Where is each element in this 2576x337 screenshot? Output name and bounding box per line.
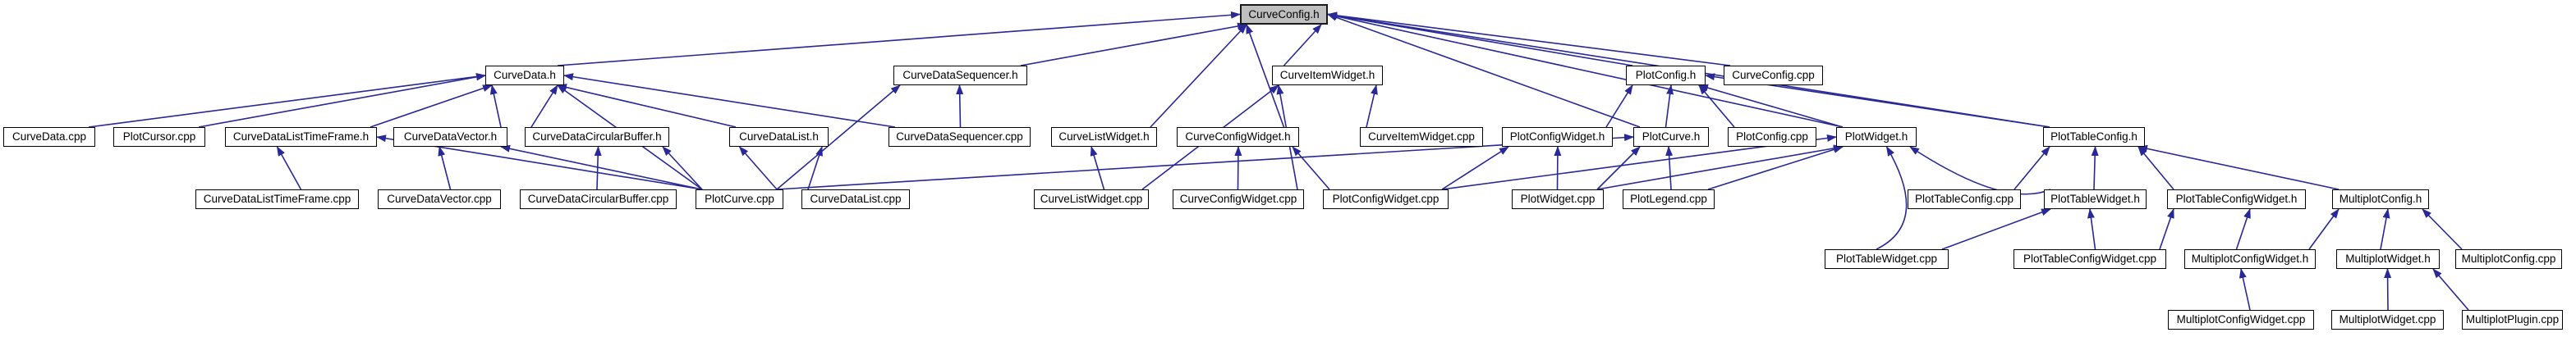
graph-node-plottablewidget_h[interactable]: PlotTableWidget.h (2044, 189, 2147, 209)
edge-curvedata_cpp-to-curvedata_h (88, 72, 486, 128)
edge-curvedatavector_h-to-curvedata_h (489, 84, 502, 128)
graph-node-plottableconfigwidget_h[interactable]: PlotTableConfigWidget.h (2167, 189, 2306, 209)
edge-plotlegend_cpp-to-plotcurve_h (1665, 146, 1674, 190)
edge-plotcurve_cpp-to-curvedatacircularbuffer_h (662, 146, 703, 190)
edge-multiplotwidget_cpp-to-multiplotwidget_h (2384, 268, 2392, 311)
edge-curveconfigwidget_h-to-curveconfig_h (1246, 24, 1285, 128)
graph-node-plotlegend_cpp[interactable]: PlotLegend.cpp (1623, 189, 1715, 209)
edge-multiplotwidget_h-to-multiplotconfig_h (2380, 208, 2390, 250)
edge-plotconfigwidget_cpp-to-plotconfigwidget_h (1441, 146, 1509, 190)
graph-node-curvedatalist_cpp[interactable]: CurveDataList.cpp (801, 189, 910, 209)
edge-curvedatasequencer_h-to-curveconfig_h (1020, 22, 1247, 66)
edge-plotconfigwidget_cpp-to-curveconfigwidget_h (1292, 146, 1330, 190)
edge-plotwidget_h-to-curveconfig_h (1327, 12, 1844, 128)
graph-node-multiplotconfigwidget_cpp[interactable]: MultiplotConfigWidget.cpp (2168, 310, 2314, 330)
edge-curvedatasequencer_cpp-to-curvedatasequencer_h (956, 84, 964, 128)
graph-node-curvedatacircularbuffer_h[interactable]: CurveDataCircularBuffer.h (525, 127, 669, 147)
graph-node-multiplotwidget_cpp[interactable]: MultiplotWidget.cpp (2331, 310, 2444, 330)
graph-node-curveitemwidget_cpp[interactable]: CurveItemWidget.cpp (1360, 127, 1483, 147)
edge-curvedatalist_h-to-curvedata_h (557, 84, 737, 128)
graph-node-plotcurve_cpp[interactable]: PlotCurve.cpp (696, 189, 783, 209)
edge-multiplotconfig_cpp-to-multiplotconfig_h (2422, 208, 2463, 250)
graph-node-plotconfigwidget_h[interactable]: PlotConfigWidget.h (1502, 127, 1613, 147)
edge-plotwidget_cpp-to-plotcurve_h (1596, 146, 1641, 190)
graph-node-plotconfig_h[interactable]: PlotConfig.h (1626, 66, 1706, 85)
edge-curveconfigwidget_cpp-to-curveconfigwidget_h (1234, 146, 1242, 190)
graph-node-curvedatalisttimeframe_h[interactable]: CurveDataListTimeFrame.h (225, 127, 377, 147)
edge-plotconfigwidget_h-to-plotconfig_h (1605, 84, 1633, 128)
edge-multiplotconfigwidget_cpp-to-multiplotconfigwidget_h (2239, 268, 2251, 311)
edge-curvedatacircularbuffer_h-to-curvedata_h (530, 84, 558, 128)
edge-plotcurve_cpp-to-curvedatalist_h (738, 146, 778, 190)
edge-multiplotconfigwidget_h-to-plottableconfigwidget_h (2235, 208, 2251, 250)
graph-node-plotwidget_cpp[interactable]: PlotWidget.cpp (1512, 189, 1604, 209)
edge-curvedatasequencer_cpp-to-curvedata_h (563, 73, 896, 128)
graph-node-multiplotplugin_cpp[interactable]: MultiplotPlugin.cpp (2462, 310, 2563, 330)
edge-curvedatavector_cpp-to-curvedatavector_h (438, 146, 452, 190)
edge-plotcursor_cpp-to-curvedata_h (198, 73, 486, 128)
edge-curvedatacircularbuffer_cpp-to-curvedatacircularbuffer_h (594, 146, 602, 190)
edge-plotlegend_cpp-to-plotwidget_h (1707, 146, 1844, 190)
graph-node-curvedatavector_cpp[interactable]: CurveDataVector.cpp (378, 189, 501, 209)
edge-curvedatalisttimeframe_cpp-to-curvedatalisttimeframe_h (276, 146, 302, 190)
edge-plotwidget_cpp-to-plotwidget_h (1596, 144, 1844, 190)
graph-node-root[interactable]: CurveConfig.h (1240, 4, 1328, 25)
graph-node-curvedata_h[interactable]: CurveData.h (485, 66, 564, 85)
edge-multiplotconfigwidget_h-to-multiplotconfig_h (2308, 208, 2340, 250)
graph-node-curvedatasequencer_h[interactable]: CurveDataSequencer.h (893, 66, 1027, 85)
edge-curvedata_h-to-curveconfig_h (557, 11, 1241, 66)
graph-node-plottableconfig_h[interactable]: PlotTableConfig.h (2043, 127, 2145, 147)
edge-curvelistwidget_cpp-to-curvelistwidget_h (1090, 146, 1105, 190)
edge-plottableconfigwidget_cpp-to-plottablewidget_h (2087, 208, 2096, 250)
edge-curveitemwidget_cpp-to-curveitemwidget_h (1366, 84, 1378, 128)
graph-node-curvedatasequencer_cpp[interactable]: CurveDataSequencer.cpp (889, 127, 1031, 147)
graph-node-multiplotwidget_h[interactable]: MultiplotWidget.h (2336, 249, 2440, 269)
graph-node-curvedatacircularbuffer_cpp[interactable]: CurveDataCircularBuffer.cpp (520, 189, 677, 209)
edge-plottableconfig_cpp-to-plottableconfig_h (2014, 146, 2050, 190)
edge-plotconfig_cpp-to-plotconfig_h (1698, 84, 1735, 128)
edge-plotcurve_cpp-to-plotcurve_h (776, 134, 1634, 190)
edge-plottableconfigwidget_h-to-plottableconfig_h (2137, 146, 2174, 190)
edge-plotcurve_cpp-to-curvedatasequencer_h (776, 84, 901, 190)
graph-node-multiplotconfig_h[interactable]: MultiplotConfig.h (2332, 189, 2429, 209)
edge-multiplotconfig_h-to-plottableconfig_h (2137, 144, 2340, 190)
graph-node-curveconfigwidget_h[interactable]: CurveConfigWidget.h (1177, 127, 1299, 147)
graph-node-plotcursor_cpp[interactable]: PlotCursor.cpp (113, 127, 205, 147)
graph-node-plottableconfigwidget_cpp[interactable]: PlotTableConfigWidget.cpp (2014, 249, 2166, 269)
graph-node-multiplotconfigwidget_h[interactable]: MultiplotConfigWidget.h (2184, 249, 2316, 269)
graph-node-plotcurve_h[interactable]: PlotCurve.h (1633, 127, 1709, 147)
graph-node-curveconfigwidget_cpp[interactable]: CurveConfigWidget.cpp (1173, 189, 1304, 209)
graph-node-plotwidget_h[interactable]: PlotWidget.h (1836, 127, 1917, 147)
graph-node-multiplotconfig_cpp[interactable]: MultiplotConfig.cpp (2455, 249, 2562, 269)
edge-plotcurve_h-to-plotconfig_h (1665, 84, 1674, 128)
graph-node-curvedatalist_h[interactable]: CurveDataList.h (729, 127, 829, 147)
graph-node-plotconfig_cpp[interactable]: PlotConfig.cpp (1728, 127, 1816, 147)
edge-plottablewidget_cpp-to-plottablewidget_h (1941, 208, 2051, 250)
graph-node-curveconfig_cpp[interactable]: CurveConfig.cpp (1724, 66, 1823, 85)
edge-plottablewidget_h-to-plottableconfig_h (2091, 146, 2099, 190)
edge-plotcurve_cpp-to-curvedatavector_h (500, 144, 703, 190)
graph-node-curvedatavector_h[interactable]: CurveDataVector.h (393, 127, 507, 147)
edge-plottableconfigwidget_cpp-to-plottableconfigwidget_h (2159, 208, 2174, 250)
graph-node-plottableconfig_cpp[interactable]: PlotTableConfig.cpp (1908, 189, 2021, 209)
edge-plotwidget_h-to-plotconfig_h (1698, 84, 1844, 128)
edge-curvedatalist_cpp-to-curvedatalist_h (807, 146, 823, 190)
graph-node-curvedatalisttimeframe_cpp[interactable]: CurveDataListTimeFrame.cpp (195, 189, 359, 209)
graph-node-plotconfigwidget_cpp[interactable]: PlotConfigWidget.cpp (1323, 189, 1449, 209)
edge-curveconfig_cpp-to-curveconfig_h (1327, 11, 1731, 66)
graph-node-curvelistwidget_cpp[interactable]: CurveListWidget.cpp (1034, 189, 1149, 209)
graph-node-curvelistwidget_h[interactable]: CurveListWidget.h (1051, 127, 1157, 147)
edge-plotcurve_h-to-curveconfig_h (1327, 13, 1641, 128)
edge-curveitemwidget_h-to-curveconfig_h (1283, 24, 1322, 66)
edge-plotwidget_cpp-to-plotconfigwidget_h (1554, 146, 1562, 190)
edge-plottablewidget_h-to-plotwidget_h (1909, 146, 2051, 195)
edge-multiplotplugin_cpp-to-multiplotwidget_h (2432, 268, 2469, 311)
edge-plottablewidget_cpp-to-plotwidget_h (1876, 146, 1908, 250)
graph-node-curveitemwidget_h[interactable]: CurveItemWidget.h (1272, 66, 1383, 85)
graph-node-curvedata_cpp[interactable]: CurveData.cpp (3, 127, 95, 147)
edge-curvelistwidget_h-to-curveconfig_h (1150, 24, 1247, 128)
edge-curvedatalisttimeframe_h-to-curvedata_h (370, 84, 493, 128)
graph-node-plottablewidget_cpp[interactable]: PlotTableWidget.cpp (1825, 249, 1949, 269)
